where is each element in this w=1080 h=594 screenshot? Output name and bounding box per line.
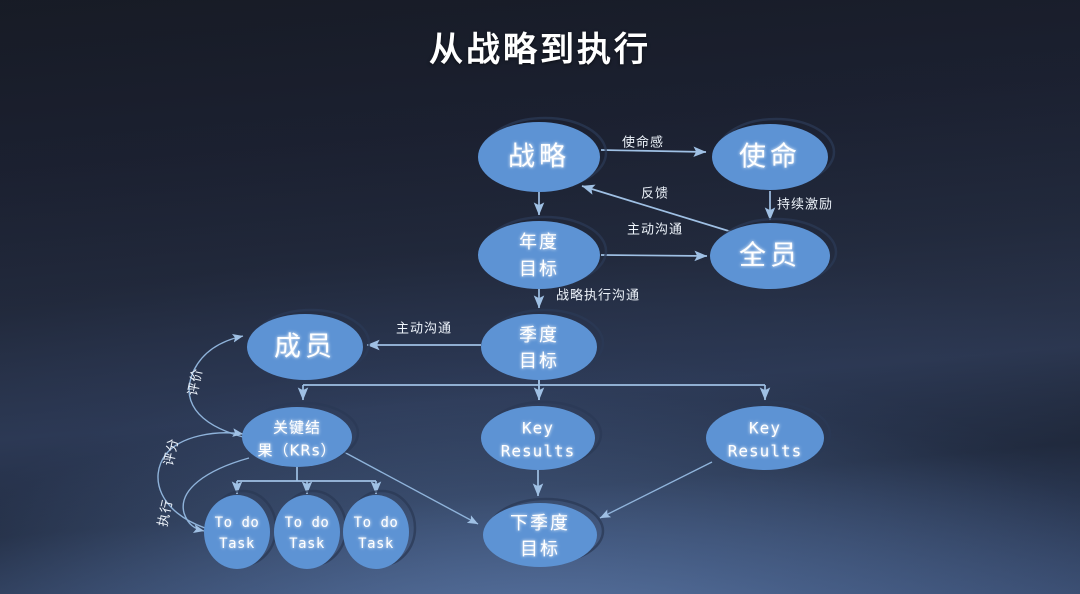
node-todo-task-3-label-line1: To do [354, 515, 399, 531]
edge-label-krs-to-members: 评价 [186, 367, 206, 398]
node-next-quarter[interactable]: 下季度 目标 [483, 497, 605, 567]
node-todo-task-1-body [204, 495, 270, 569]
edge-label-strategy-to-mission: 使命感 [622, 135, 664, 151]
node-annual-goal-label-line2: 目标 [519, 259, 559, 280]
node-all-staff-body [710, 223, 830, 289]
node-layer: 战略 使命 年度 目标 全员 [204, 116, 838, 569]
edge-label-all-staff-to-strategy: 反馈 [641, 187, 669, 202]
edge-all-staff-to-strategy [581, 184, 733, 233]
node-todo-task-3[interactable]: To do Task [343, 489, 417, 569]
node-todo-task-2[interactable]: To do Task [274, 489, 348, 569]
node-krs-label-line1: 关键结 [273, 419, 321, 437]
node-todo-task-3-body [343, 495, 409, 569]
node-key-results-2-body [706, 406, 824, 470]
node-todo-task-1-label-line2: Task [219, 536, 255, 552]
node-todo-task-1[interactable]: To do Task [204, 489, 278, 569]
node-members-body [247, 314, 363, 380]
page-title: 从战略到执行 [429, 30, 651, 70]
edge-layer [157, 146, 776, 533]
node-next-quarter-body [483, 503, 597, 567]
node-todo-task-2-label-line1: To do [285, 515, 330, 531]
node-annual-goal-body [478, 221, 600, 289]
node-key-results-2-label-line1: Key [749, 419, 781, 438]
edge-annual-to-all-staff [600, 250, 708, 262]
node-strategy[interactable]: 战略 [478, 116, 608, 192]
node-krs-label-line2: 果（KRs） [257, 442, 336, 460]
edge-label-tasks-to-krs: 评分 [162, 437, 182, 468]
edge-krs-to-next-quarter [343, 451, 479, 525]
edge-label-annual-to-all-staff: 主动沟通 [627, 223, 683, 238]
node-quarter-goal-body [481, 314, 597, 380]
edge-label-layer: 使命感 持续激励 反馈 主动沟通 战略执行沟通 主动沟通 评价 评分 执行 [156, 135, 833, 529]
edge-krs-to-tasks [182, 457, 250, 533]
node-key-results-2-label-line2: Results [728, 442, 802, 461]
node-mission-body [712, 124, 828, 190]
edge-kr2-to-next-quarter [599, 461, 713, 519]
node-key-results-2[interactable]: Key Results [706, 400, 832, 470]
node-key-results-1-body [481, 406, 595, 470]
node-krs-body [242, 407, 352, 467]
edge-label-krs-to-tasks: 执行 [156, 498, 176, 529]
node-quarter-goal-label-line2: 目标 [519, 351, 559, 372]
node-annual-goal-label-line1: 年度 [519, 232, 559, 253]
node-all-staff-label: 全员 [739, 241, 801, 272]
node-annual-goal[interactable]: 年度 目标 [478, 215, 608, 289]
node-quarter-goal[interactable]: 季度 目标 [481, 308, 605, 380]
node-quarter-goal-label-line1: 季度 [519, 325, 559, 346]
edge-label-quarter-to-members: 主动沟通 [396, 322, 452, 337]
node-next-quarter-label-line2: 目标 [520, 539, 560, 560]
node-todo-task-3-label-line2: Task [358, 536, 394, 552]
node-key-results-1[interactable]: Key Results [481, 400, 603, 470]
node-mission-label: 使命 [739, 142, 801, 173]
node-strategy-label: 战略 [508, 142, 570, 173]
node-members-label: 成员 [274, 332, 336, 363]
node-krs[interactable]: 关键结 果（KRs） [242, 401, 360, 467]
node-mission[interactable]: 使命 [712, 117, 836, 190]
edge-label-mission-to-all-staff: 持续激励 [777, 198, 833, 213]
edge-krs-to-members [188, 333, 244, 438]
node-todo-task-2-label-line2: Task [289, 536, 325, 552]
edge-tasks-to-krs [157, 428, 244, 529]
node-strategy-body [478, 122, 600, 192]
node-key-results-1-label-line1: Key [522, 419, 554, 438]
node-members[interactable]: 成员 [247, 308, 371, 380]
edge-strategy-to-mission [600, 146, 707, 158]
node-next-quarter-label-line1: 下季度 [510, 513, 570, 534]
node-key-results-1-label-line2: Results [501, 442, 575, 461]
node-all-staff[interactable]: 全员 [710, 217, 838, 289]
edge-label-annual-to-quarter: 战略执行沟通 [556, 288, 640, 304]
node-todo-task-2-body [274, 495, 340, 569]
node-todo-task-1-label-line1: To do [215, 515, 260, 531]
